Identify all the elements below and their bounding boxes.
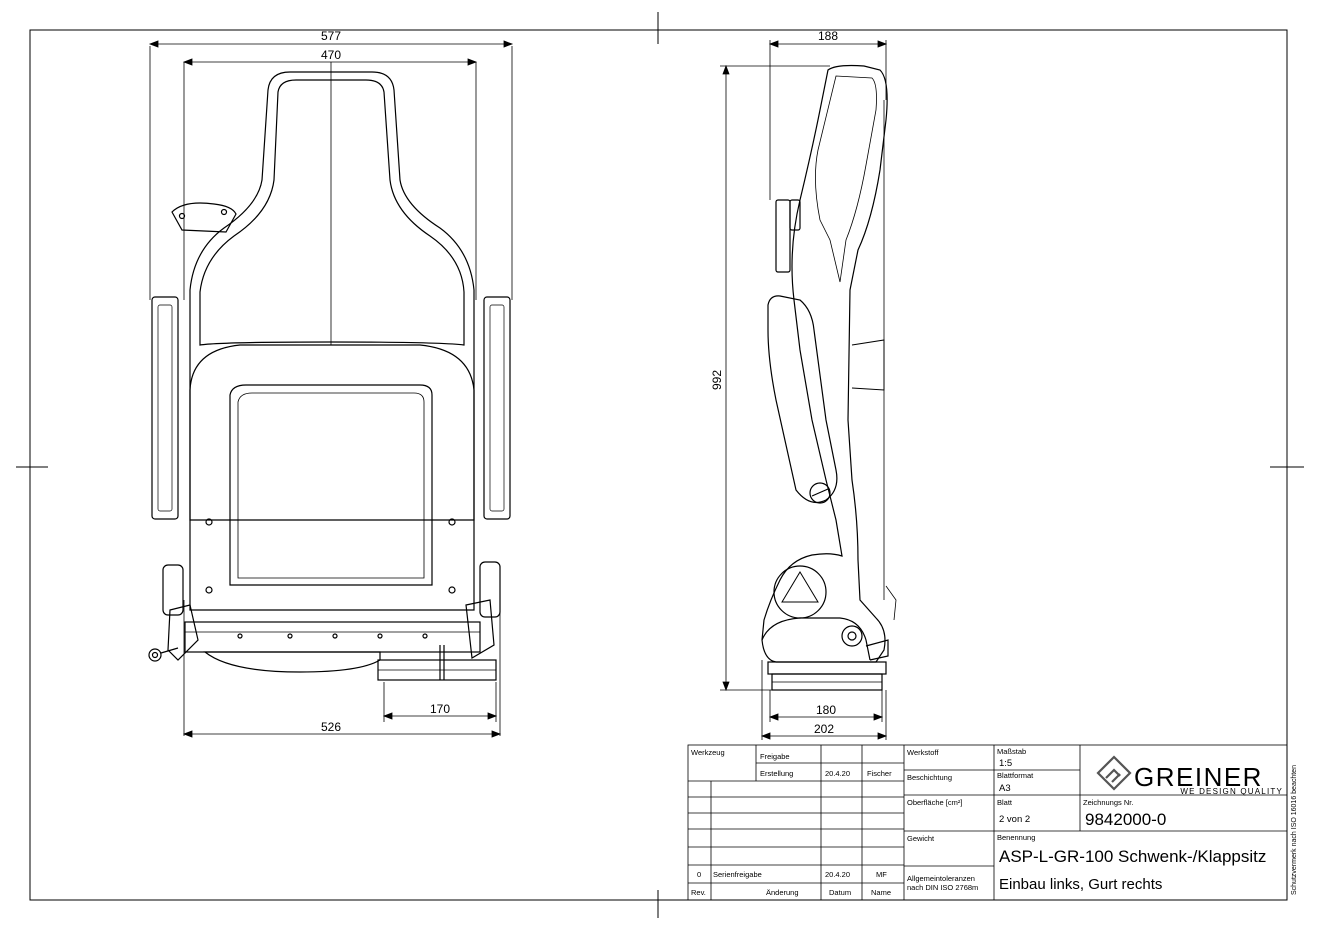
- label-massstab: Maßstab: [997, 747, 1026, 756]
- armrest-side: [767, 295, 838, 503]
- lock-lever: [841, 625, 863, 647]
- label-beschichtung: Beschichtung: [907, 773, 952, 782]
- title-block: [687, 744, 1288, 901]
- label-rev: Rev.: [691, 888, 706, 897]
- dim-180: 180: [816, 703, 836, 717]
- front-view: [148, 62, 511, 681]
- dim-470: 470: [321, 48, 341, 62]
- dim-526: 526: [321, 720, 341, 734]
- value-erstellung-datum: 20.4.20: [825, 769, 850, 778]
- value-blattformat: A3: [999, 783, 1011, 794]
- label-erstellung: Erstellung: [760, 769, 793, 778]
- armrest-right: [483, 296, 511, 520]
- dim-188: 188: [818, 29, 838, 43]
- side-view: [761, 64, 897, 691]
- value-blatt: 2 von 2: [999, 814, 1030, 825]
- dim-202: 202: [814, 722, 834, 736]
- armrest-pivot: [809, 482, 831, 504]
- value-erstellung-name: Fischer: [867, 769, 892, 778]
- backrest-profile: [761, 64, 888, 663]
- value-aenderung: Serienfreigabe: [713, 870, 762, 879]
- greiner-logo-mark: [1096, 755, 1132, 791]
- value-benennung-2: Einbau links, Gurt rechts: [999, 876, 1162, 893]
- seat-frame: [189, 344, 475, 611]
- backrest-outline: [189, 71, 475, 521]
- front-dimensions: [148, 40, 514, 738]
- label-oberflaeche: Oberfläche [cm²]: [907, 798, 962, 807]
- side-knob-right: [479, 561, 501, 618]
- dim-992: 992: [710, 370, 724, 390]
- pivot-eye: [148, 648, 162, 662]
- backrest-inner-contour: [199, 79, 465, 346]
- side-base-plate: [767, 661, 887, 675]
- swivel-base: [203, 651, 381, 673]
- value-rev-name: MF: [876, 870, 887, 879]
- belt-bracket: [171, 202, 237, 233]
- label-freigabe: Freigabe: [760, 752, 790, 761]
- logo-tagline: WE DESIGN QUALITY: [1180, 787, 1283, 796]
- label-aenderung: Änderung: [766, 888, 799, 897]
- label-name: Name: [871, 888, 891, 897]
- title-block-text: Werkzeug Freigabe Erstellung 20.4.20 Fis…: [691, 747, 1298, 897]
- value-zeichnungs-nr: 9842000-0: [1085, 810, 1166, 829]
- side-dimensions: [720, 40, 888, 740]
- headrest-contour: [815, 75, 877, 283]
- armrest-left: [151, 296, 179, 520]
- value-rev: 0: [697, 870, 701, 879]
- label-datum: Datum: [829, 888, 851, 897]
- greiner-logo: GREINER WE DESIGN QUALITY: [1096, 755, 1283, 796]
- label-benennung: Benennung: [997, 833, 1035, 842]
- value-benennung-1: ASP-L-GR-100 Schwenk-/Klappsitz: [999, 847, 1266, 866]
- label-werkzeug: Werkzeug: [691, 748, 725, 757]
- seat-cushion-inner: [237, 392, 425, 579]
- label-zeichnungs-nr: Zeichnungs Nr.: [1083, 798, 1133, 807]
- label-blattformat: Blattformat: [997, 771, 1034, 780]
- label-gewicht: Gewicht: [907, 834, 935, 843]
- sheet-border: [29, 29, 1288, 901]
- base-plate: [184, 621, 481, 653]
- dim-170: 170: [430, 702, 450, 716]
- seat-cushion-outer: [229, 384, 433, 586]
- dim-577: 577: [321, 29, 341, 43]
- label-allgemeintoleranzen-1: Allgemeintoleranzen: [907, 874, 975, 883]
- side-knob-left: [162, 564, 184, 616]
- label-allgemeintoleranzen-2: nach DIN ISO 2768m: [907, 883, 978, 892]
- value-massstab: 1:5: [999, 758, 1012, 769]
- value-rev-datum: 20.4.20: [825, 870, 850, 879]
- logo-brand: GREINER: [1134, 762, 1263, 792]
- label-werkstoff: Werkstoff: [907, 748, 939, 757]
- seat-handwheel: [773, 565, 827, 619]
- belt-guide: [775, 199, 791, 273]
- protection-note: Schutzvermerk nach ISO 16016 beachten: [1291, 765, 1298, 895]
- label-blatt: Blatt: [997, 798, 1013, 807]
